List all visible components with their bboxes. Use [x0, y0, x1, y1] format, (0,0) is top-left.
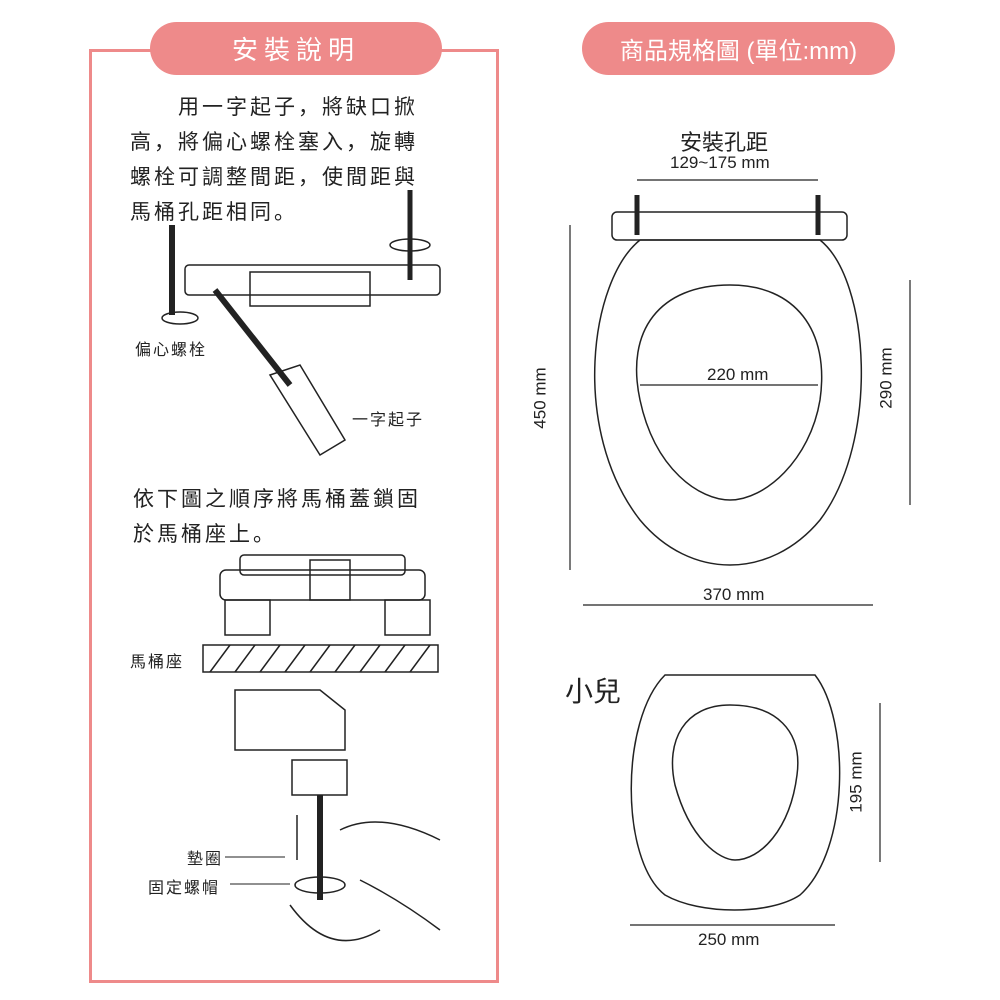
screwdriver-label: 一字起子 — [352, 410, 425, 429]
nut-label: 固定螺帽 — [148, 878, 221, 897]
kids-seat-drawing — [630, 674, 841, 911]
kids-width-dim: 250 mm — [698, 930, 760, 949]
instruction-1: 用一字起子，將缺口掀高，將偏心螺栓塞入，旋轉螺栓可調整間距，使間距與馬桶孔距相同… — [130, 95, 418, 224]
washer-label: 墊圈 — [187, 849, 224, 868]
adult-seat-drawing — [593, 195, 863, 566]
dimension-lines — [569, 179, 911, 926]
assembly-illustration — [202, 554, 441, 942]
inner-length-dim: 290 mm — [876, 347, 896, 409]
toilet-seat-label: 馬桶座 — [130, 652, 185, 671]
width-dim: 370 mm — [703, 585, 765, 604]
kids-label: 小兒 — [565, 676, 622, 707]
hinge-illustration — [161, 190, 441, 457]
inner-width-dim: 220 mm — [707, 365, 769, 384]
kids-length-dim: 195 mm — [846, 751, 866, 813]
install-title: 安裝說明 — [150, 22, 442, 75]
eccentric-bolt-label: 偏心螺栓 — [135, 340, 208, 359]
hole-spacing-dim: 129~175 mm — [670, 153, 770, 172]
spec-title: 商品規格圖 (單位:mm) — [582, 22, 895, 75]
instruction-2: 依下圖之順序將馬桶蓋鎖固於馬桶座上。 — [133, 487, 421, 546]
length-dim: 450 mm — [530, 367, 550, 429]
hole-spacing-label: 安裝孔距 — [680, 130, 769, 155]
